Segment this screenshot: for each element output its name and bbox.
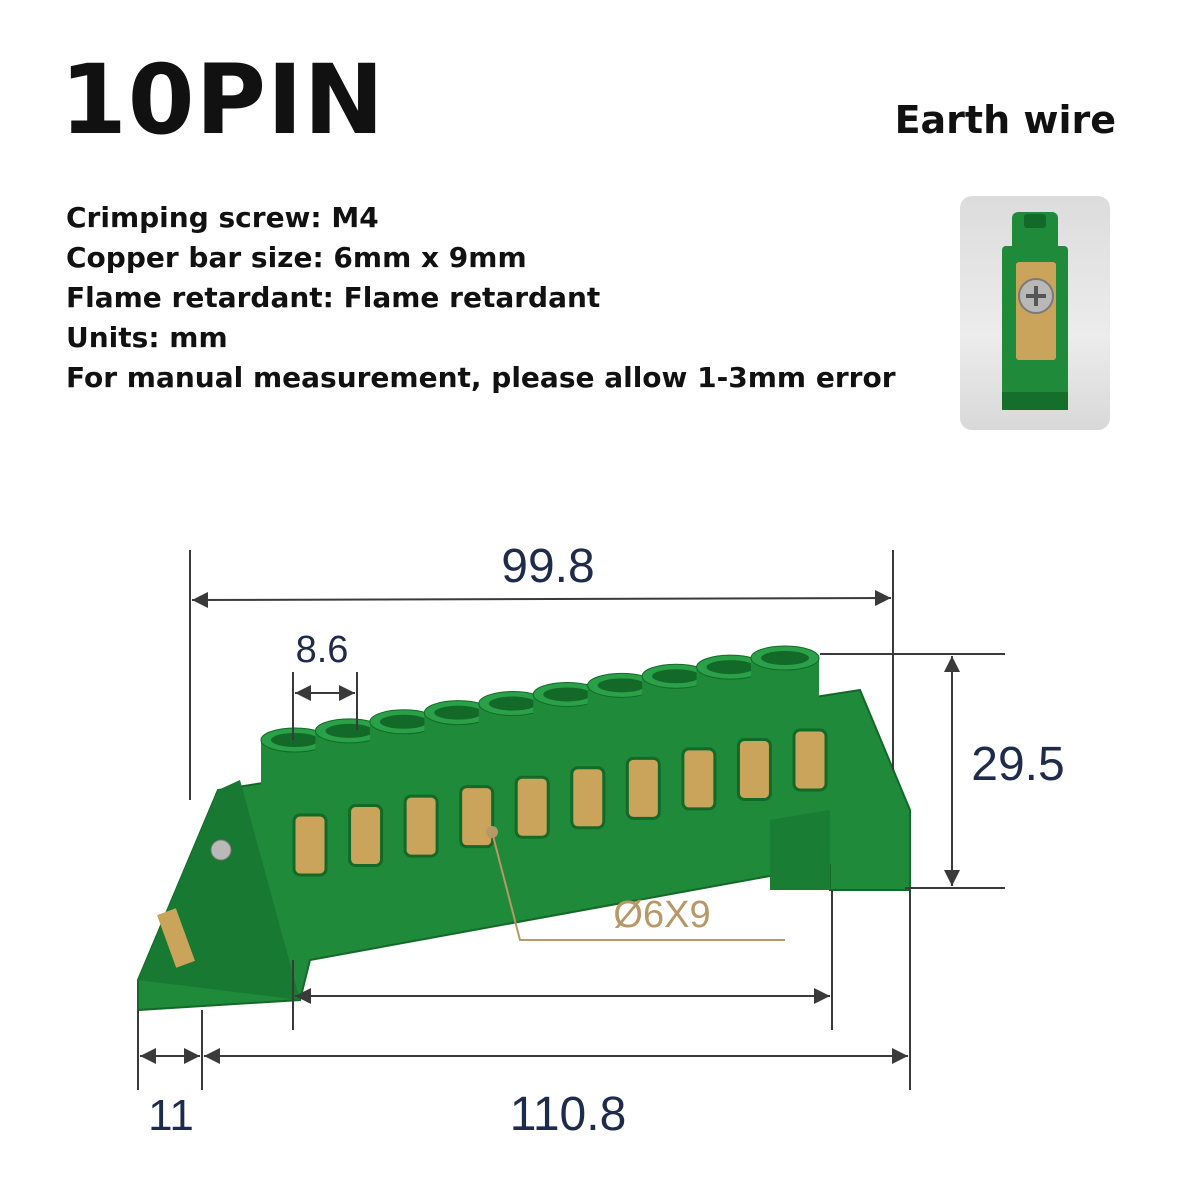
- dim-inner-span: [292, 890, 833, 1030]
- dim-pin-pitch: 8.6: [292, 629, 358, 740]
- product-subtitle: Earth wire: [894, 98, 1116, 142]
- spec-item: Crimping screw: M4: [66, 201, 379, 234]
- product-title: 10PIN: [60, 44, 386, 156]
- spec-list: Crimping screw: M4 Copper bar size: 6mm …: [66, 198, 896, 398]
- dim-height-label: 29.5: [971, 738, 1064, 791]
- pin-socket: [260, 727, 330, 877]
- dim-base-label: 110.8: [510, 1088, 627, 1141]
- busbar-body: [137, 688, 911, 1012]
- dim-bar-label: Ø6X9: [613, 894, 710, 936]
- dim-base: 11 110.8: [137, 890, 911, 1141]
- dim-pin-pitch-label: 8.6: [296, 629, 349, 671]
- spec-item: Units: mm: [66, 321, 228, 354]
- spec-item: Flame retardant: Flame retardant: [66, 281, 601, 314]
- dim-overall-width: 99.8: [189, 540, 894, 800]
- dim-bar-callout: Ø6X9: [486, 826, 785, 941]
- pin-group: [260, 645, 828, 877]
- dim-foot-label: 11: [148, 1091, 194, 1140]
- pin-socket: [750, 645, 828, 792]
- spec-item: Copper bar size: 6mm x 9mm: [66, 241, 527, 274]
- dim-overall-width-label: 99.8: [501, 540, 594, 593]
- dimension-diagram: 99.8 8.6 29.5 Ø6X9 11 110.8: [137, 540, 1065, 1141]
- terminal-closeup-image: [1002, 212, 1068, 410]
- pin-socket: [423, 700, 495, 849]
- product-detail-photo: [960, 196, 1110, 430]
- spec-item: For manual measurement, please allow 1-3…: [66, 361, 896, 394]
- dim-height: 29.5: [820, 653, 1065, 889]
